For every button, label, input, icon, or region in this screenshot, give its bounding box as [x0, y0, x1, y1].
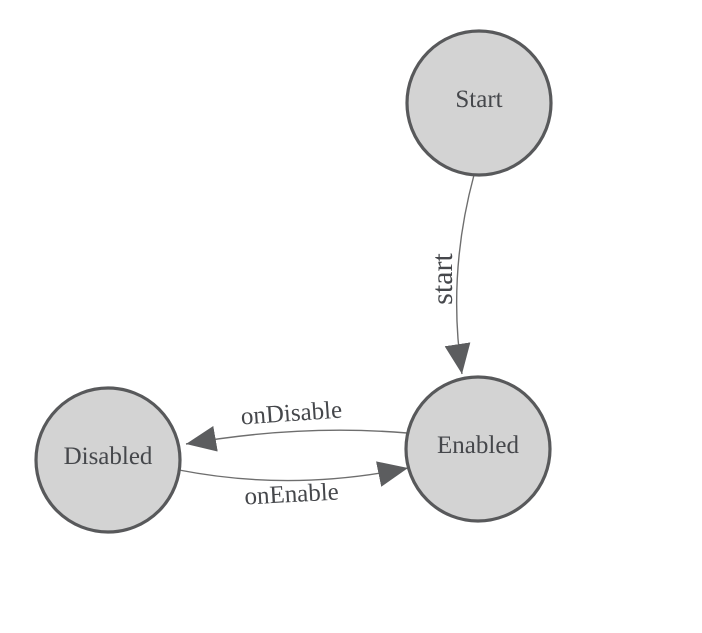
edge-disable-transition: onDisable [185, 397, 408, 452]
node-disabled[interactable]: Disabled [34, 386, 182, 534]
edge-start-transition-label: start [426, 253, 459, 305]
node-start-label: Start [455, 86, 502, 113]
edge-start-transition-path [444, 174, 475, 375]
edge-start-transition: start [426, 174, 475, 375]
edge-disable-transition-label: onDisable [240, 397, 343, 431]
node-enabled-circle [404, 375, 552, 523]
node-enabled-label: Enabled [437, 432, 519, 459]
edge-enable-transition-path [178, 461, 409, 487]
node-enabled[interactable]: Enabled [404, 375, 552, 523]
edge-disable-transition-path [185, 426, 408, 452]
node-disabled-circle [34, 386, 182, 534]
node-disabled-label: Disabled [64, 443, 153, 470]
node-start-circle [405, 29, 553, 177]
edge-enable-transition-label: onEnable [244, 479, 340, 511]
node-start[interactable]: Start [405, 29, 553, 177]
edge-enable-transition: onEnable [178, 461, 409, 511]
